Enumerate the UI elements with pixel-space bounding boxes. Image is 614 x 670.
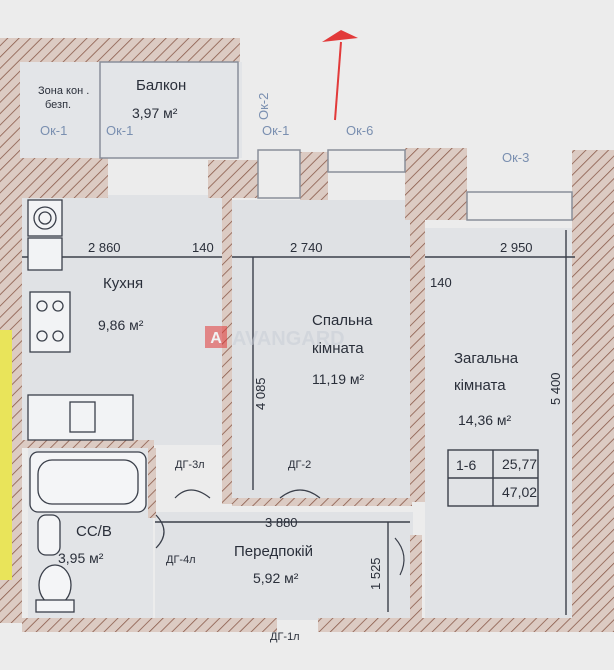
- dim-bedroom-depth: 4 085: [253, 377, 268, 410]
- dim-kitchen-width: 2 860: [88, 240, 121, 255]
- summary-living: 25,77: [502, 456, 537, 472]
- bedroom-floor: [232, 200, 410, 498]
- balcony-area: 3,97 м²: [132, 105, 178, 121]
- doors: [155, 489, 405, 576]
- bathtub-icon: [29, 451, 147, 513]
- kitchen-fixtures: [27, 199, 134, 441]
- area-summary: 1-6 25,77 47,02: [456, 456, 537, 500]
- svg-text:A: A: [210, 330, 222, 347]
- living-name-1: Загальна: [454, 350, 519, 367]
- living-name-2: кімната: [454, 377, 506, 394]
- summary-code: 1-6: [456, 457, 476, 473]
- label-dg1: ДГ-1л: [270, 631, 300, 643]
- dim-wall-1: 140: [192, 240, 214, 255]
- dimension-labels: 2 860 140 2 740 140 2 950 4 085 5 400 3 …: [88, 240, 563, 590]
- toilet-icon: [38, 564, 72, 606]
- zone-label-2: безп.: [45, 99, 71, 111]
- hall-area: 5,92 м²: [253, 570, 299, 586]
- bedroom-name-1: Спальна: [312, 312, 373, 329]
- label-dg4: ДГ-4л: [166, 554, 196, 566]
- dim-hall-depth: 1 525: [368, 557, 383, 590]
- dim-living-depth: 5 400: [548, 372, 563, 405]
- hall-floor: [155, 512, 413, 620]
- watermark: A AVANGARD: [205, 326, 345, 350]
- label-ok1-b: Ок-1: [106, 123, 133, 138]
- bath-area: 3,95 м²: [58, 550, 104, 566]
- balcony-name: Балкон: [136, 77, 186, 94]
- label-ok1-c: Ок-1: [262, 123, 289, 138]
- room-labels: Зона кон . безп. Балкон 3,97 м² Кухня 9,…: [38, 77, 519, 586]
- dim-bedroom-width: 2 740: [290, 240, 323, 255]
- bath-fixtures: [29, 451, 147, 613]
- label-ok6: Ок-6: [346, 123, 373, 138]
- interior-lines: [22, 230, 575, 615]
- label-ok3: Ок-3: [502, 150, 529, 165]
- washer-icon: [27, 199, 63, 237]
- kitchen-area: 9,86 м²: [98, 317, 144, 333]
- label-ok1-a: Ок-1: [40, 123, 67, 138]
- north-arrow-icon: [322, 30, 358, 121]
- summary-total: 47,02: [502, 484, 537, 500]
- label-dg2: ДГ-2: [288, 459, 311, 471]
- watermark-text: AVANGARD: [232, 328, 345, 350]
- windows: [99, 61, 573, 221]
- bath-name: СС/В: [76, 523, 112, 540]
- balcony-floor: [20, 62, 242, 158]
- stove-icon: [29, 291, 71, 353]
- logo-icon: [205, 326, 227, 348]
- zone-label-1: Зона кон .: [38, 85, 89, 97]
- living-floor: [425, 228, 575, 618]
- hall-name: Передпокій: [234, 543, 313, 560]
- washbasin-icon: [37, 514, 61, 556]
- opening-labels: Ок-1 Ок-1 Ок-2 Ок-1 Ок-6 Ок-3 ДГ-3л ДГ-2…: [40, 93, 529, 643]
- kitchen-name: Кухня: [103, 275, 143, 292]
- yellow-strip: [0, 330, 12, 580]
- bedroom-name-2: кімната: [312, 340, 364, 357]
- label-dg3: ДГ-3л: [175, 459, 205, 471]
- dim-wall-2: 140: [430, 275, 452, 290]
- label-ok2: Ок-2: [256, 93, 271, 120]
- bedroom-area: 11,19 м²: [312, 371, 365, 387]
- dim-hall-width: 3 880: [265, 515, 298, 530]
- living-area: 14,36 м²: [458, 412, 512, 428]
- dim-living-width: 2 950: [500, 240, 533, 255]
